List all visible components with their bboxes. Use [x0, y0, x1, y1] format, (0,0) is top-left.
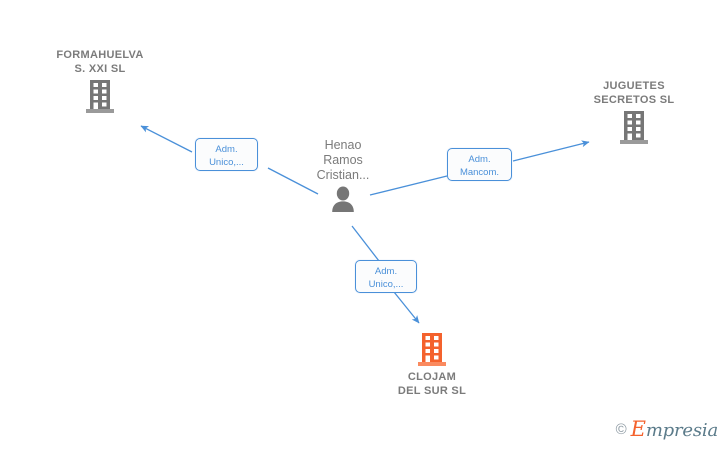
node-label-persona: Henao Ramos Cristian...: [316, 138, 370, 182]
node-label-formahuelva: FORMAHUELVA S. XXI SL: [56, 49, 144, 75]
node-formahuelva[interactable]: FORMAHUELVA S. XXI SL: [25, 48, 175, 114]
node-persona[interactable]: Henao Ramos Cristian...: [268, 138, 418, 213]
edge-persona-juguetes[interactable]: [369, 140, 590, 196]
brand-rest: mpresia: [645, 420, 718, 441]
node-juguetes-secretos[interactable]: JUGUETES SECRETOS SL: [559, 79, 709, 145]
brand-initial: E: [630, 417, 646, 441]
node-clojam-del-sur[interactable]: CLOJAM DEL SUR SL: [357, 331, 507, 398]
edge-label-persona-formahuelva[interactable]: Adm. Unico,...: [195, 138, 258, 171]
node-label-clojam-del-sur: CLOJAM DEL SUR SL: [397, 371, 467, 397]
node-label-juguetes-secretos: JUGUETES SECRETOS SL: [593, 80, 675, 106]
edge-persona-formahuelva[interactable]: [140, 125, 319, 195]
edge-label-persona-juguetes[interactable]: Adm. Mancom.: [447, 148, 512, 181]
copyright-icon: ©: [615, 421, 627, 438]
edge-persona-clojam[interactable]: [351, 225, 420, 324]
brand-wordmark: Empresia: [630, 417, 719, 441]
building-icon: [25, 78, 175, 114]
edge-label-persona-clojam[interactable]: Adm. Unico,...: [355, 260, 417, 293]
watermark-empresia: © Empresia: [615, 417, 719, 441]
person-icon: [268, 185, 418, 213]
building-icon: [559, 109, 709, 145]
building-icon: [357, 331, 507, 367]
